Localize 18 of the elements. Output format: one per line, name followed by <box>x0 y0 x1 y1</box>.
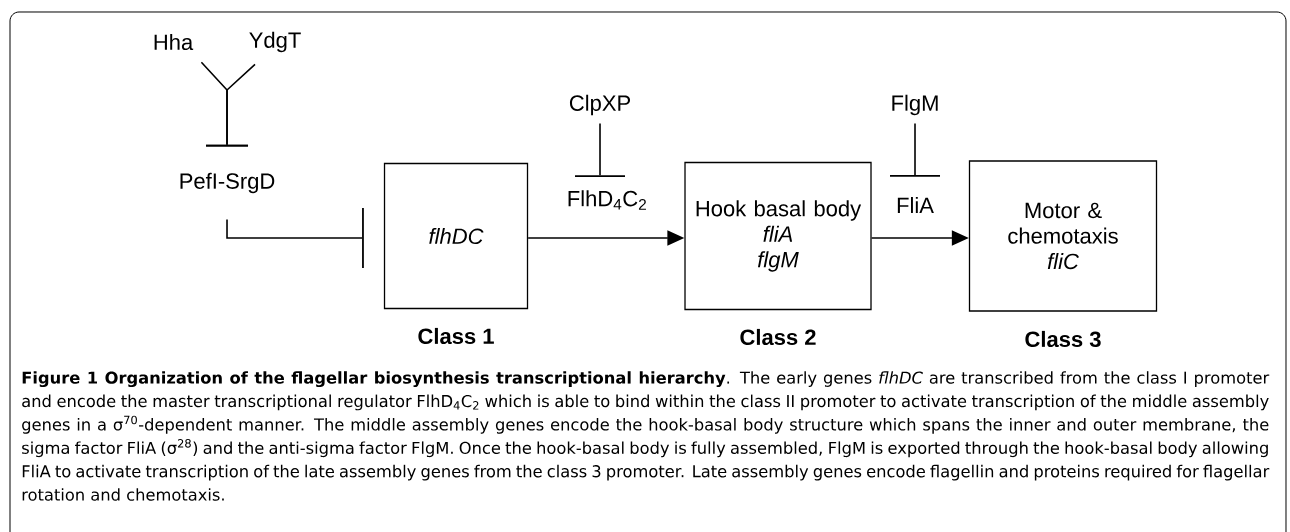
inhibition-line <box>206 63 256 147</box>
protein-label: PefI-SrgD <box>180 172 275 194</box>
inhibition-line <box>890 122 940 177</box>
figure-caption: Figure 1 Organization of the flagellar biosynthesis transcriptional hierarchy. The early genes flhDC are transcribed from the class I promoter and encode the master transcriptional regulator FlhD$_{4}$C$_{2}$ which is able to bind within the class II promoter to activate transcription of the middle assembly genes in a σ$^{70}$-dependent manner. The middle assembly genes encode the hook-basal body structure which spans the inner and outer membrane, the sigma factor FliA (σ$^{28}$) and the anti-sigma factor FlgM. Once the hook-basal body is fully assembled, FlgM is exported through the hook-basal body allowing FliA to activate transcription of the late assembly genes from the class 3 promoter. Late assembly genes encode flagellin and proteins required for flagellar rotation and chemotaxis. <box>22 371 1270 501</box>
class-heading: Class 2 <box>740 328 816 346</box>
protein-label: FliA <box>897 197 934 213</box>
class-heading: Class 3 <box>1025 330 1101 348</box>
protein-label: ClpXP <box>569 94 630 116</box>
protein-label: Hha <box>154 33 194 51</box>
protein-label: YdgT <box>249 31 301 53</box>
gene-class-box: Hook basal body fliA flgM <box>684 161 872 311</box>
class-heading: Class 1 <box>418 327 494 345</box>
inhibition-line <box>575 122 625 177</box>
gene-class-box: Motor & chemotaxis fliC <box>968 160 1158 312</box>
protein-label: FlhD$_{4}$C$_{2}$ <box>568 190 646 210</box>
inhibition-line <box>226 208 364 268</box>
protein-label: FlgM <box>892 94 938 116</box>
gene-class-box: flhDC <box>383 162 529 310</box>
